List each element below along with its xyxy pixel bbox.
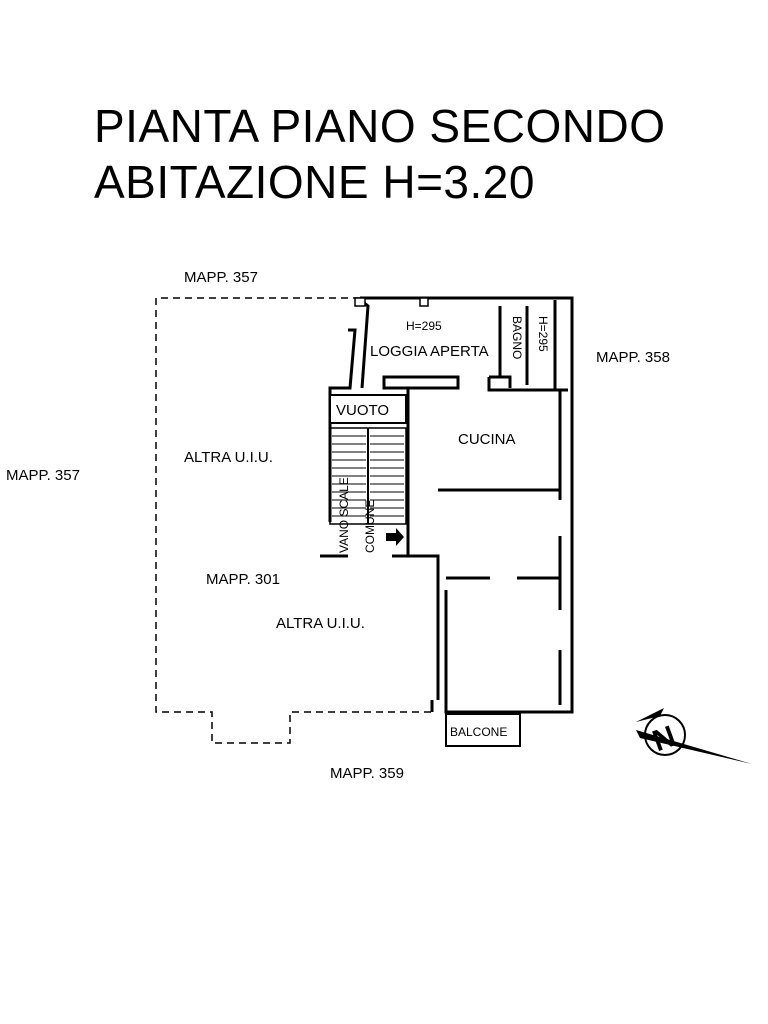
- label-kitchen: CUCINA: [458, 431, 516, 448]
- label-north-parcel: MAPP. 357: [184, 269, 258, 286]
- exterior-walls: [360, 296, 574, 714]
- label-other-unit-2: ALTRA U.I.U.: [276, 615, 365, 632]
- label-other-unit-1: ALTRA U.I.U.: [184, 449, 273, 466]
- label-south-parcel: MAPP. 359: [330, 765, 404, 782]
- title-block: PIANTA PIANO SECONDO ABITAZIONE H=3.20: [94, 98, 665, 210]
- entrance-arrow-icon: [386, 528, 404, 546]
- label-bathroom: BAGNO: [510, 316, 524, 359]
- label-east-parcel: MAPP. 358: [596, 349, 670, 366]
- staircase: [329, 427, 407, 525]
- label-loggia-height: H=295: [406, 319, 442, 333]
- plan-title: PIANTA PIANO SECONDO: [94, 100, 666, 152]
- label-bathroom-height: H=295: [536, 316, 550, 352]
- column-mark: [419, 297, 429, 307]
- label-west-parcel: MAPP. 357: [6, 467, 80, 484]
- balcony-box: [445, 713, 521, 747]
- label-stair-line1: VANO SCALE: [337, 477, 351, 553]
- north-arrow-icon: N: [636, 708, 752, 764]
- plan-subtitle: ABITAZIONE H=3.20: [94, 156, 535, 208]
- column-mark: [354, 297, 366, 307]
- label-stair-line2: COMUNE: [363, 500, 377, 553]
- void-box: [329, 394, 407, 424]
- other-unit-boundary: [155, 297, 432, 744]
- label-void: VUOTO: [336, 402, 389, 419]
- label-balcony: BALCONE: [450, 725, 507, 739]
- interior-walls: [320, 298, 562, 705]
- label-inner-parcel: MAPP. 301: [206, 571, 280, 588]
- label-loggia: LOGGIA APERTA: [370, 343, 489, 360]
